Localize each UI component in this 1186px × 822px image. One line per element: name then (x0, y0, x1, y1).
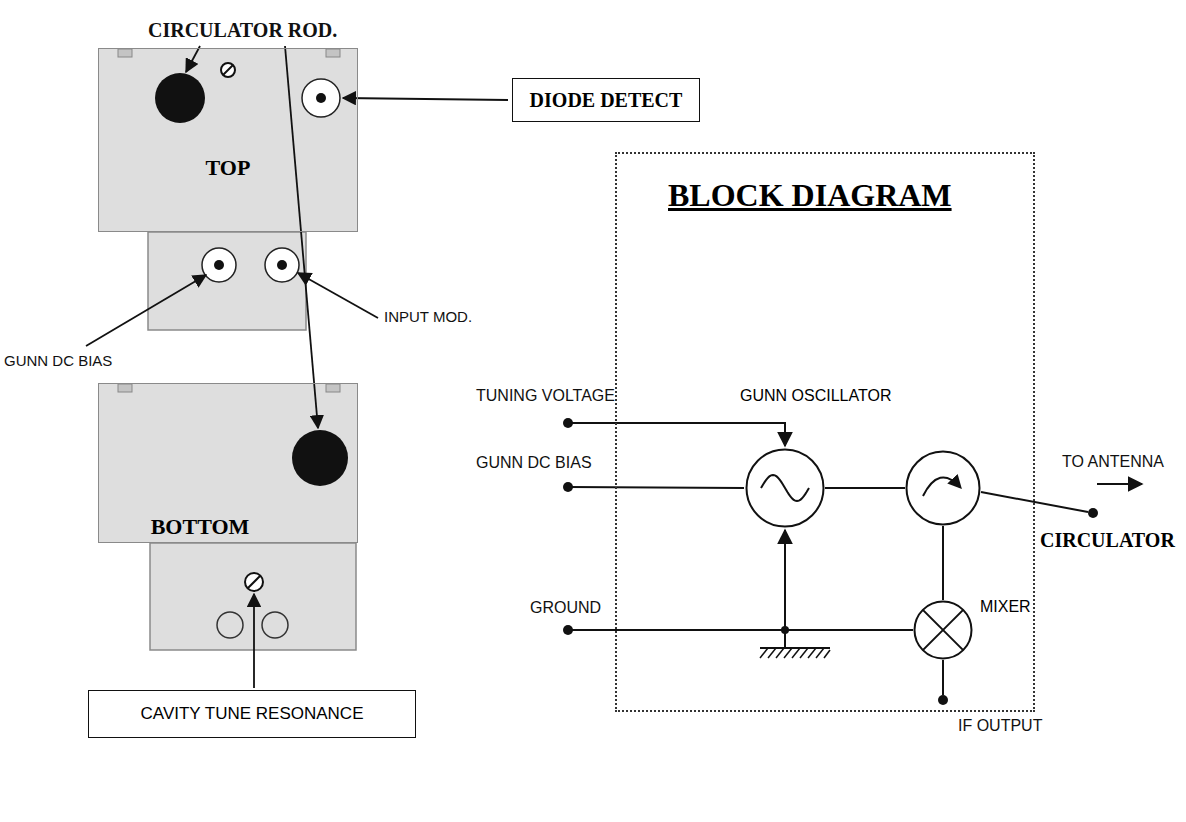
terminal-dot (1088, 508, 1098, 518)
mixer-symbol: MIXER (913, 600, 973, 660)
plate-fill (98, 48, 358, 232)
view-label: TOP (206, 155, 251, 181)
part-label: CIRCULATOR ROD. (148, 18, 337, 42)
oscillator-symbol-outline (745, 448, 825, 528)
circulator-rod (155, 73, 205, 123)
symbol-circle (907, 452, 980, 525)
mixer-symbol-outline (913, 600, 973, 660)
if-wire (942, 660, 944, 695)
leader-line (285, 46, 318, 428)
ground-hatch (816, 648, 824, 658)
bias-wire (568, 487, 744, 488)
sine-wave (761, 475, 809, 501)
ground-hatch (800, 648, 808, 658)
connector-pin (277, 260, 287, 270)
block-title: BLOCK DIAGRAM (668, 176, 952, 214)
tuning-plate (150, 543, 356, 650)
terminal-dot (563, 418, 573, 428)
leader-line (86, 275, 206, 346)
callout-text: DIODE DETECT (530, 88, 683, 112)
component-label: GUNN OSCILLATOR (740, 386, 891, 405)
mixer-cross (923, 610, 963, 650)
plate-tab (326, 384, 340, 392)
coax-connector (202, 248, 236, 282)
connector-label: GUNN DC BIAS (4, 352, 112, 370)
signal-label: GUNN DC BIAS (476, 453, 592, 472)
oscillator-symbol: GUNN OSCILLATOR (745, 448, 825, 528)
coax-connector (265, 248, 299, 282)
terminal-dot (938, 695, 948, 705)
leader-line (186, 46, 200, 72)
screw-slot (248, 576, 260, 588)
signal-wire (942, 526, 944, 600)
mount-hole (262, 612, 288, 638)
mount-hole (217, 612, 243, 638)
leader-line (343, 98, 508, 100)
circulator-symbol: CIRCULATOR (905, 450, 981, 526)
tuning-wire (568, 423, 785, 446)
signal-label: TO ANTENNA (1062, 452, 1164, 471)
screw-slot (223, 65, 233, 75)
callout-box: DIODE DETECT (512, 78, 700, 122)
connector-pin (214, 260, 224, 270)
ground-hatch (760, 648, 768, 658)
view-label: BOTTOM (151, 514, 250, 540)
connector-pin (316, 93, 326, 103)
plate-fill (98, 383, 358, 543)
junction-dot (781, 626, 789, 634)
plate-tab (118, 49, 132, 57)
connector-plate (148, 232, 306, 330)
ground-hatch (792, 648, 800, 658)
top-plate: TOP (98, 48, 358, 232)
callout-text: CAVITY TUNE RESONANCE (141, 704, 364, 724)
block-diagram-frame: BLOCK DIAGRAM GUNN OSCILLATOR CIRCULATOR MI… (615, 152, 1035, 712)
leader-line (298, 273, 378, 318)
circulation-arrow (923, 477, 960, 496)
component-label: MIXER (980, 597, 1031, 616)
leader-line (253, 594, 255, 688)
ground-wire (784, 530, 786, 630)
ground-hatch (768, 648, 776, 658)
signal-label: IF OUTPUT (958, 716, 1042, 735)
mixer-cross (923, 610, 963, 650)
circulator-rod (292, 430, 348, 486)
plate-tab (326, 49, 340, 57)
ground-wire (568, 629, 913, 631)
connector-label: INPUT MOD. (384, 308, 472, 326)
direction-arrow (1097, 483, 1142, 485)
symbol-circle (915, 602, 972, 659)
ground-hatch (776, 648, 784, 658)
coax-connector (302, 79, 340, 117)
component-label: CIRCULATOR (1040, 528, 1175, 552)
callout-box: CAVITY TUNE RESONANCE (88, 690, 416, 738)
bottom-plate: BOTTOM (98, 383, 358, 543)
terminal-dot (563, 482, 573, 492)
screw-symbol (221, 63, 235, 77)
ground-hatch (784, 648, 792, 658)
signal-wire (825, 487, 905, 489)
ground-hatch (808, 648, 816, 658)
symbol-circle (747, 450, 824, 527)
ground-symbol (760, 647, 830, 649)
circulator-symbol-outline (905, 450, 981, 526)
signal-label: GROUND (530, 598, 601, 617)
terminal-dot (563, 625, 573, 635)
tuning-screw (245, 573, 263, 591)
ground-hatch (824, 650, 830, 658)
plate-tab (118, 384, 132, 392)
signal-label: TUNING VOLTAGE (476, 386, 615, 405)
